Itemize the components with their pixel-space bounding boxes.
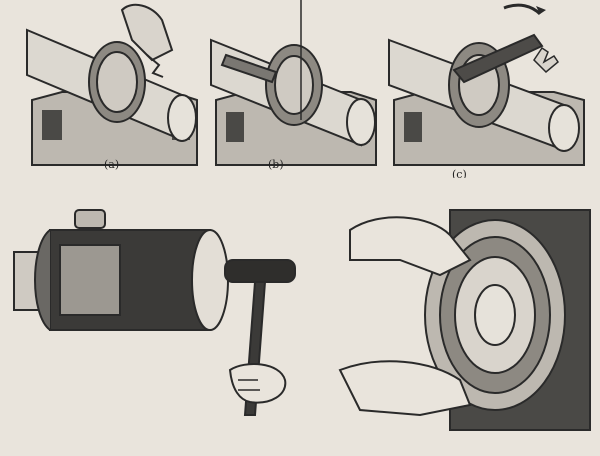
- caption-a: (a): [104, 158, 120, 171]
- caption-b: (b): [268, 158, 284, 171]
- hammer-sleeve-illustration: [0, 190, 320, 456]
- bearing-removal-illustration-c: [384, 0, 600, 178]
- figure-panel-hammer: [0, 190, 320, 456]
- bearing-removal-illustration-b: [206, 0, 384, 178]
- roller-bearing-illustration: [320, 190, 600, 456]
- figure-panel-a: (a): [22, 0, 206, 178]
- caption-c: (c): [452, 168, 467, 178]
- figure-panel-rollers: [320, 190, 600, 456]
- figure-panel-c: (c): [384, 0, 600, 178]
- bearing-removal-illustration-a: [22, 0, 206, 178]
- figure-panel-b: (b): [206, 0, 384, 178]
